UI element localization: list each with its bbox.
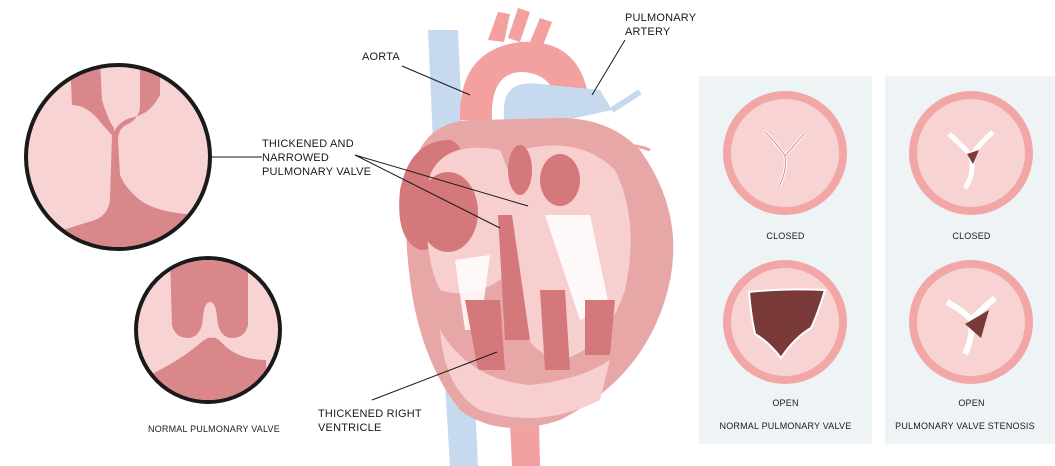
pulmonary-artery-label-line1: PULMONARY [625, 12, 696, 26]
thickened-ventricle-label-line2: VENTRICLE [318, 422, 422, 436]
stenosis-valve-closed-view [909, 91, 1033, 215]
normal-valve-open-view [723, 260, 847, 384]
thickened-ventricle-label: THICKENED RIGHT VENTRICLE [318, 408, 422, 436]
stenosis-valve-caption: PULMONARY VALVE STENOSIS [885, 421, 1045, 432]
stenotic-valve-magnified [26, 60, 210, 260]
stenosis-open-label: OPEN [885, 398, 1055, 409]
heart [399, 8, 673, 466]
thickened-valve-label-line3: PULMONARY VALVE [262, 166, 371, 180]
normal-valve-views [699, 76, 872, 444]
thickened-valve-label-line1: THICKENED AND [262, 138, 371, 152]
normal-open-label: OPEN [699, 398, 872, 409]
stenosis-valve-open-view [909, 260, 1033, 384]
normal-valve-caption: NORMAL PULMONARY VALVE [699, 421, 872, 432]
stenosis-closed-label: CLOSED [885, 231, 1055, 242]
normal-valve-closed-view [723, 91, 847, 215]
stenosis-valve-views [885, 76, 1055, 444]
aorta-label: AORTA [362, 51, 400, 65]
pointer-line-pulmonary-artery [592, 40, 625, 95]
normal-valve-magnified [136, 258, 280, 402]
pulmonary-artery-label: PULMONARY ARTERY [625, 12, 696, 40]
normal-pulmonary-valve-caption: NORMAL PULMONARY VALVE [148, 424, 280, 435]
pulmonary-artery-label-line2: ARTERY [625, 26, 696, 40]
normal-closed-label: CLOSED [699, 231, 872, 242]
panel-normal-valve: CLOSED OPEN NORMAL PULMONARY VALVE [699, 76, 872, 444]
thickened-valve-label: THICKENED AND NARROWED PULMONARY VALVE [262, 138, 371, 179]
panel-stenosis-valve: CLOSED OPEN PULMONARY VALVE STENOSIS [885, 76, 1055, 444]
thickened-ventricle-label-line1: THICKENED RIGHT [318, 408, 422, 422]
thickened-valve-label-line2: NARROWED [262, 152, 371, 166]
